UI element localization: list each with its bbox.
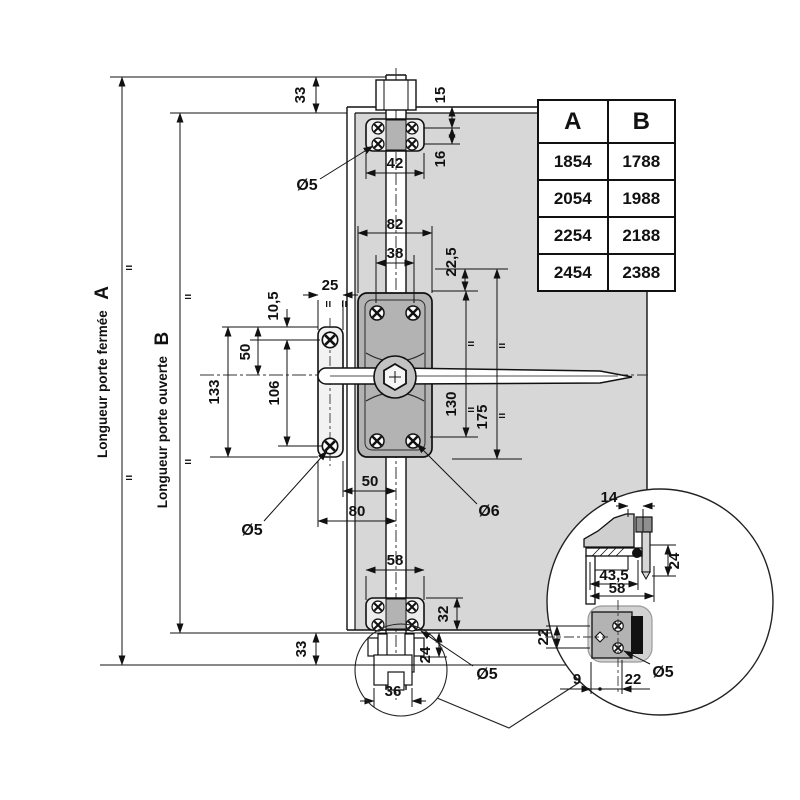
dim-plate-holes: 106 <box>266 380 283 405</box>
detail-keeper <box>545 600 653 694</box>
label-closed-letter: A <box>92 286 113 300</box>
table-cell: 2454 <box>539 253 607 290</box>
detail-dim-hole-gap: 22 <box>625 671 642 688</box>
table-cell: 2054 <box>539 179 607 216</box>
dimension-texts: 33 15 16 42 Ø5 82 38 22,5 25 10,5 50 133… <box>206 87 500 700</box>
dimension-annotations <box>100 76 660 707</box>
dim-bracket-width: 42 <box>387 155 404 172</box>
dim-plate-hole-top: 10,5 <box>265 291 282 320</box>
dim-edge-offset: 80 <box>349 503 366 520</box>
top-guide <box>375 79 417 111</box>
table-header-a: A <box>539 101 607 142</box>
top-bracket <box>365 118 425 152</box>
dim-bracket-bottom-width: 58 <box>387 552 404 569</box>
detail-view-circle: 14 24 43,5 58 22 9 22 Ø5 <box>535 488 774 716</box>
dim-guide-width: 36 <box>385 683 402 700</box>
dim-panel-top: 15 <box>432 87 449 104</box>
label-open-letter: B <box>152 332 173 346</box>
handle <box>200 355 648 399</box>
dim-top-rod: 33 <box>292 87 309 104</box>
table-cell: 2188 <box>606 216 674 253</box>
detail-dim-pin-travel: 24 <box>666 552 683 569</box>
dim-mech-holes-h: 38 <box>387 245 404 262</box>
equality-marks: = = = = = = = = = = <box>125 261 505 485</box>
dim-plate-width: 25 <box>322 277 339 294</box>
dim-plate-to-axis: 50 <box>237 344 254 361</box>
eq-mark: = <box>184 290 191 304</box>
eq-mark: = <box>498 409 505 423</box>
bottom-bracket <box>365 597 425 632</box>
detail-dim-edge-gap: 9 <box>573 671 581 688</box>
eq-mark: = <box>337 300 351 307</box>
detail-dimension-texts: 14 24 43,5 58 22 9 22 Ø5 <box>535 489 683 688</box>
detail-cap <box>583 513 653 581</box>
table-cell: 2254 <box>539 216 607 253</box>
size-table: A B 1854 1788 2054 1988 2254 2188 2454 2… <box>537 99 676 292</box>
callout-hole-mech: Ø6 <box>478 503 499 520</box>
dim-guide-drop: 24 <box>417 646 434 663</box>
eq-mark: = <box>467 403 474 417</box>
detail-dim-width-inner: 43,5 <box>599 567 628 584</box>
detail-region-marker <box>354 623 581 729</box>
eq-mark: = <box>125 261 132 275</box>
dim-bottom-rod: 33 <box>293 641 310 658</box>
dim-bracket-bottom-height: 32 <box>435 606 452 623</box>
detail-dim-holes-v: 22 <box>535 629 552 646</box>
dim-mech-height: 175 <box>474 404 491 429</box>
eq-mark: = <box>321 300 335 307</box>
detail-callout-hole: Ø5 <box>652 664 673 681</box>
callout-hole-top: Ø5 <box>296 177 317 194</box>
dim-plate-height: 133 <box>206 379 223 404</box>
dim-axis-offset: 50 <box>362 473 379 490</box>
dim-mech-holes-v: 130 <box>443 391 460 416</box>
dim-rail-top: 22,5 <box>443 247 460 276</box>
dim-mech-width-outer: 82 <box>387 216 404 233</box>
length-labels: Longueur porte fermée A Longueur porte o… <box>92 286 173 508</box>
eq-mark: = <box>184 455 191 469</box>
svg-text:Longueur porte fermée A: Longueur porte fermée A <box>92 286 113 458</box>
detail-dimensions <box>546 502 676 694</box>
label-open-door: Longueur porte ouverte <box>155 355 170 508</box>
side-plate <box>317 318 344 466</box>
table-cell: 1788 <box>606 142 674 179</box>
eq-mark: = <box>125 471 132 485</box>
label-closed-door: Longueur porte fermée <box>95 310 110 458</box>
svg-text:Longueur porte ouverte B: Longueur porte ouverte B <box>152 332 173 508</box>
detail-dim-width-outer: 58 <box>609 580 626 597</box>
dim-bracket-rows: 16 <box>432 151 449 168</box>
table-cell: 1854 <box>539 142 607 179</box>
callout-hole-bottom: Ø5 <box>476 666 497 683</box>
bottom-guide <box>367 633 425 691</box>
table-cell: 2388 <box>606 253 674 290</box>
eq-mark: = <box>467 337 474 351</box>
table-cell: 1988 <box>606 179 674 216</box>
detail-dim-pin-offset: 14 <box>601 489 618 506</box>
table-header-b: B <box>606 101 674 142</box>
eq-mark: = <box>498 339 505 353</box>
callout-hole-side: Ø5 <box>241 522 262 539</box>
